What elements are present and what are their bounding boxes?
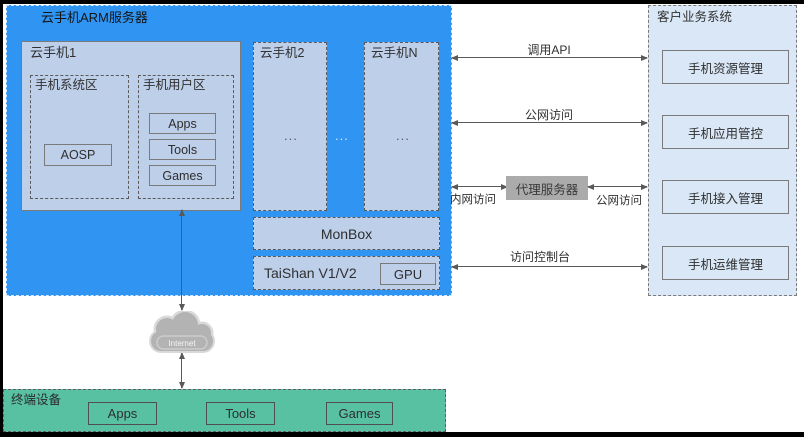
cloud-phone-1-title: 云手机1 [30, 45, 77, 60]
cloud-phone-2-title: 云手机2 [260, 46, 305, 60]
module-phone-om-mgmt: 手机运维管理 [662, 246, 789, 280]
frame-top [0, 0, 804, 4]
intranet-access-arrow [451, 184, 508, 190]
access-console-label: 访问控制台 [509, 250, 570, 264]
terminal-panel: 终端设备 Apps Tools Games [3, 389, 446, 432]
gpu-box: GPU [380, 263, 436, 285]
games-box: Games [149, 165, 216, 186]
cloud-phone-n: 云手机N ... [364, 42, 439, 211]
server-internet-arrow [179, 209, 185, 311]
public-access-label: 公网访问 [524, 108, 573, 122]
access-console-arrow [451, 264, 648, 270]
module-phone-app-control: 手机应用管控 [662, 115, 789, 149]
cloud-phone-2-ellipsis: ... [284, 128, 298, 143]
call-api-arrow [451, 55, 648, 61]
customer-panel-title: 客户业务系统 [657, 10, 733, 24]
cloud-phone-1: 云手机1 手机系统区 AOSP 手机用户区 Apps Tools Games [21, 41, 241, 211]
tools-box: Tools [149, 139, 216, 160]
public-access-arrow [451, 120, 648, 126]
taishan-label: TaiShan V1/V2 [264, 265, 357, 281]
phones-ellipsis: ... [335, 128, 349, 143]
module-phone-resource-mgmt: 手机资源管理 [662, 50, 789, 84]
cloud-phone-n-ellipsis: ... [396, 128, 410, 143]
terminal-panel-title: 终端设备 [11, 393, 62, 407]
cloud-phone-2: 云手机2 ... [253, 42, 327, 211]
phone-user-zone: 手机用户区 Apps Tools Games [138, 75, 234, 199]
monbox: MonBox [253, 217, 440, 250]
server-panel-title: 云手机ARM服务器 [41, 10, 148, 25]
public-access-proxy-arrow [587, 184, 648, 190]
proxy-server-box: 代理服务器 [506, 176, 588, 200]
taishan-box: TaiShan V1/V2 GPU [253, 256, 440, 290]
module-phone-access-mgmt: 手机接入管理 [662, 180, 789, 214]
frame-left [0, 0, 3, 437]
internet-terminal-arrow [179, 352, 185, 389]
terminal-games-box: Games [326, 402, 393, 425]
phone-user-zone-title: 手机用户区 [143, 78, 206, 92]
server-panel: 云手机ARM服务器 云手机1 手机系统区 AOSP 手机用户区 Apps Too… [6, 5, 452, 296]
apps-box: Apps [149, 113, 216, 134]
terminal-apps-box: Apps [88, 402, 157, 425]
phone-system-zone: 手机系统区 AOSP [30, 75, 129, 199]
public-access-proxy-label: 公网访问 [596, 195, 642, 207]
intranet-access-label: 内网访问 [450, 194, 496, 206]
customer-panel: 客户业务系统 手机资源管理 手机应用管控 手机接入管理 手机运维管理 [648, 5, 797, 296]
internet-cloud-icon: Internet [149, 311, 215, 353]
terminal-tools-box: Tools [206, 402, 275, 425]
cloud-phone-n-title: 云手机N [371, 46, 418, 60]
aosp-box: AOSP [44, 144, 112, 166]
internet-label: Internet [168, 339, 196, 348]
phone-system-zone-title: 手机系统区 [35, 78, 98, 92]
call-api-label: 调用API [527, 43, 571, 57]
frame-bottom [0, 432, 804, 437]
